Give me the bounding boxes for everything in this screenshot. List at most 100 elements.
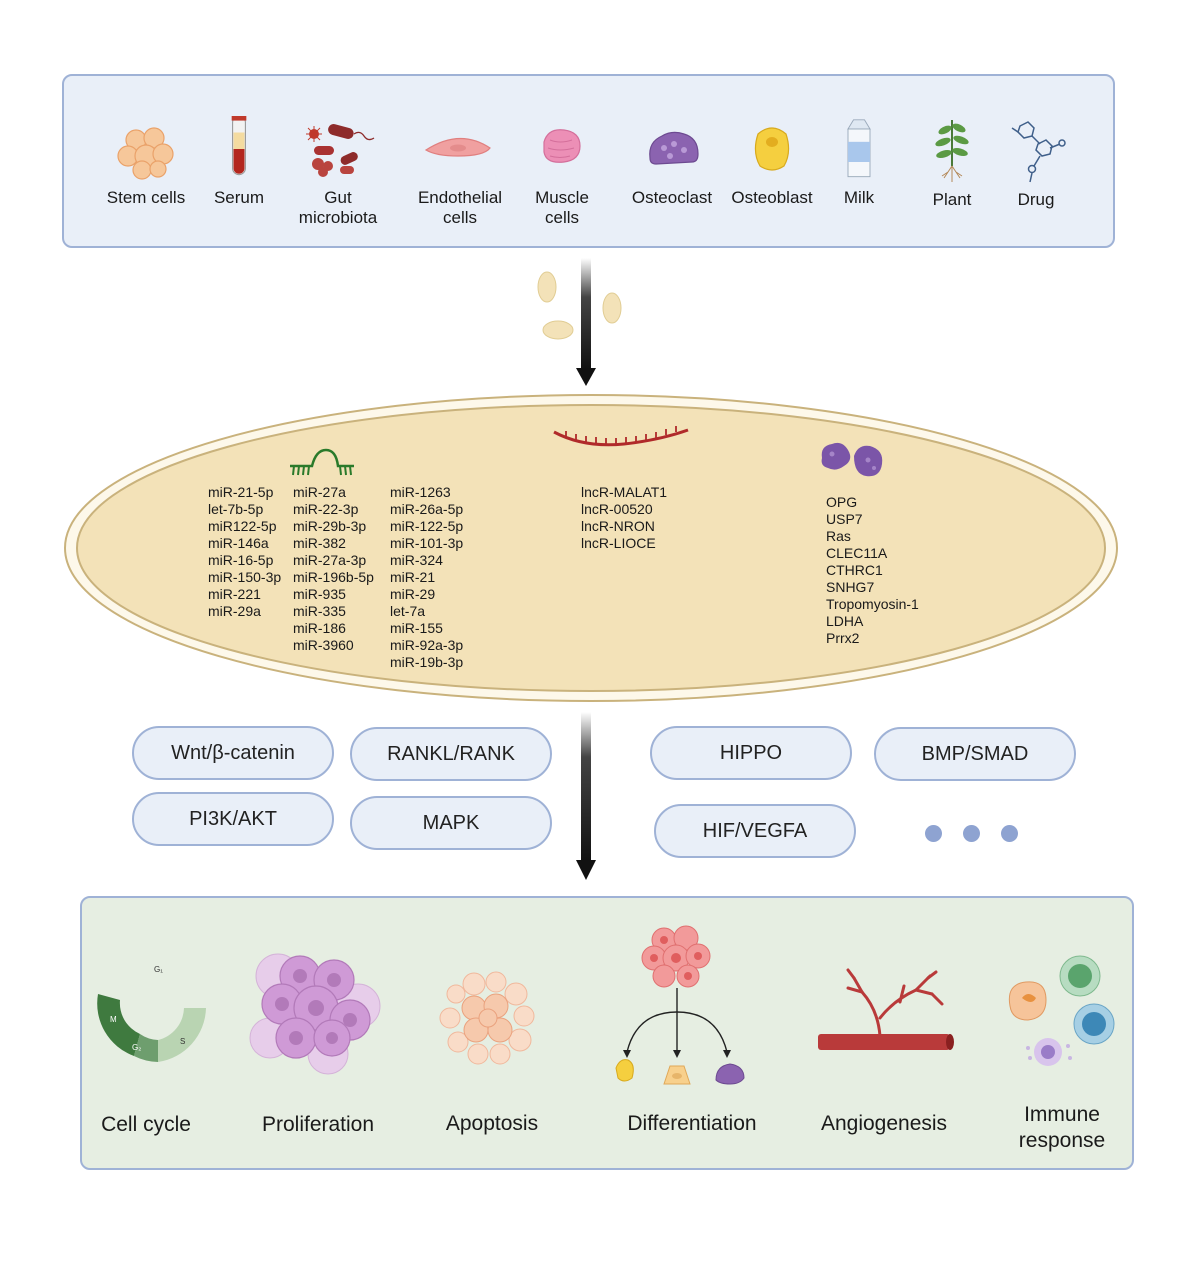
mirna-item: miR-21 xyxy=(390,569,436,585)
source-label: cells xyxy=(442,208,477,227)
cell-cycle-icon: G₁ M G₂ S xyxy=(97,965,206,1062)
phase-label-s: S xyxy=(180,1037,185,1046)
more-pathways-dot xyxy=(1001,825,1018,842)
mirna-item: miR-3960 xyxy=(293,637,354,653)
vesicle-icon xyxy=(542,320,574,340)
source-label: Muscle xyxy=(535,188,589,207)
vesicle-icon xyxy=(537,271,557,303)
pathway-pi3k-akt: PI3K/AKT xyxy=(132,792,334,846)
mirna-item: let-7a xyxy=(390,603,426,619)
lncrna-item: lncR-NRON xyxy=(581,518,655,534)
source-muscle-cells: Muscle cells xyxy=(502,76,622,246)
source-label: Gut xyxy=(324,188,352,207)
effect-label-apoptosis: Apoptosis xyxy=(445,1112,539,1135)
protein-icon xyxy=(821,442,883,477)
effect-label-proliferation: Proliferation xyxy=(261,1113,375,1136)
effect-label-immune-line1: Immune xyxy=(1024,1103,1100,1126)
pathway-hippo: HIPPO xyxy=(650,726,852,780)
pathway-rankl-rank: RANKL/RANK xyxy=(350,727,552,781)
mirna-item: miR-150-3p xyxy=(208,569,282,585)
effect-label-angiogenesis: Angiogenesis xyxy=(820,1112,948,1135)
protein-item: Tropomyosin-1 xyxy=(826,596,919,612)
lncrna-strand-icon xyxy=(553,426,689,447)
mirna-hairpin-icon xyxy=(290,448,354,476)
source-label: Drug xyxy=(1017,190,1055,209)
protein-item: LDHA xyxy=(826,613,864,629)
source-label: Stem cells xyxy=(106,188,186,207)
mirna-item: miR-186 xyxy=(293,620,346,636)
pathway-mapk: MAPK xyxy=(350,796,552,850)
drug-molecule-icon xyxy=(1011,121,1066,183)
mirna-item: miR-324 xyxy=(390,552,443,568)
mirna-item: miR-101-3p xyxy=(390,535,464,551)
secretion-arrow xyxy=(537,258,622,386)
mirna-item: miR-29a xyxy=(208,603,261,619)
source-serum: Serum xyxy=(179,76,299,246)
mirna-item: let-7b-5p xyxy=(208,501,264,517)
protein-item: CTHRC1 xyxy=(826,562,883,578)
pathway-bmp-smad: BMP/SMAD xyxy=(874,727,1076,781)
mirna-item: miR-382 xyxy=(293,535,346,551)
lncrna-item: lncR-00520 xyxy=(581,501,653,517)
mirna-item: miR-335 xyxy=(293,603,346,619)
source-endothelial-cells: Endothelial cells xyxy=(400,76,520,246)
source-label: Osteoclast xyxy=(631,188,713,207)
phase-label-g2: G₂ xyxy=(132,1043,141,1052)
signaling-arrow xyxy=(576,712,596,880)
endothelial-cell-icon xyxy=(424,137,491,157)
mirna-item: miR-22-3p xyxy=(293,501,359,517)
mirna-item: miR-935 xyxy=(293,586,346,602)
stem-cells-icon xyxy=(117,127,174,180)
source-plant: Plant xyxy=(892,76,1012,246)
more-pathways-dot xyxy=(963,825,980,842)
protein-item: OPG xyxy=(826,494,858,510)
mirna-item: miR-29 xyxy=(390,586,436,602)
mirna-item: miR-146a xyxy=(208,535,269,551)
protein-item: CLEC11A xyxy=(826,545,888,561)
osteoblast-icon xyxy=(754,127,790,171)
microbiota-icon xyxy=(306,124,375,177)
lncrna-item: lncR-MALAT1 xyxy=(581,484,668,500)
muscle-cell-icon xyxy=(543,129,581,163)
mirna-item: miR122-5p xyxy=(208,518,277,534)
source-label: Plant xyxy=(932,190,972,209)
mirna-item: miR-92a-3p xyxy=(390,637,464,653)
mirna-item: miR-122-5p xyxy=(390,518,464,534)
source-osteoclast: Osteoclast xyxy=(612,76,732,246)
source-label: Endothelial xyxy=(417,188,503,207)
effect-label-differentiation: Differentiation xyxy=(627,1112,757,1135)
source-label: Serum xyxy=(213,188,265,207)
differentiation-icon xyxy=(615,925,745,1085)
source-label: cells xyxy=(544,208,579,227)
phase-label-m: M xyxy=(110,1015,117,1024)
mirna-item: miR-27a-3p xyxy=(293,552,367,568)
source-label: Milk xyxy=(843,188,875,207)
lncrna-item: lncR-LIOCE xyxy=(581,535,656,551)
apoptosis-cell-icon xyxy=(439,971,535,1065)
source-label: microbiota xyxy=(298,208,378,227)
serum-tube-icon xyxy=(231,116,247,176)
mirna-item: miR-29b-3p xyxy=(293,518,367,534)
mirna-item: miR-196b-5p xyxy=(293,569,374,585)
source-label: Osteoblast xyxy=(731,188,813,207)
protein-item: SNHG7 xyxy=(826,579,875,595)
effect-label-immune-line2: response xyxy=(1018,1129,1106,1152)
osteoclast-icon xyxy=(649,131,699,165)
exosome-sources-panel: Stem cells Serum Gut microbiota xyxy=(62,74,1115,248)
angiogenesis-vessel-icon xyxy=(818,968,954,1050)
biological-effects-panel: G₁ M G₂ S Cell cycle Proliferation Apopt… xyxy=(80,896,1134,1170)
protein-item: USP7 xyxy=(826,511,863,527)
mirna-item: miR-221 xyxy=(208,586,261,602)
mirna-item: miR-155 xyxy=(390,620,443,636)
more-pathways-dot xyxy=(925,825,942,842)
immune-cells-icon xyxy=(1008,955,1115,1066)
plant-icon xyxy=(935,120,969,182)
source-gut-microbiota: Gut microbiota xyxy=(278,76,398,246)
pathway-wnt-beta-catenin: Wnt/β-catenin xyxy=(132,726,334,780)
